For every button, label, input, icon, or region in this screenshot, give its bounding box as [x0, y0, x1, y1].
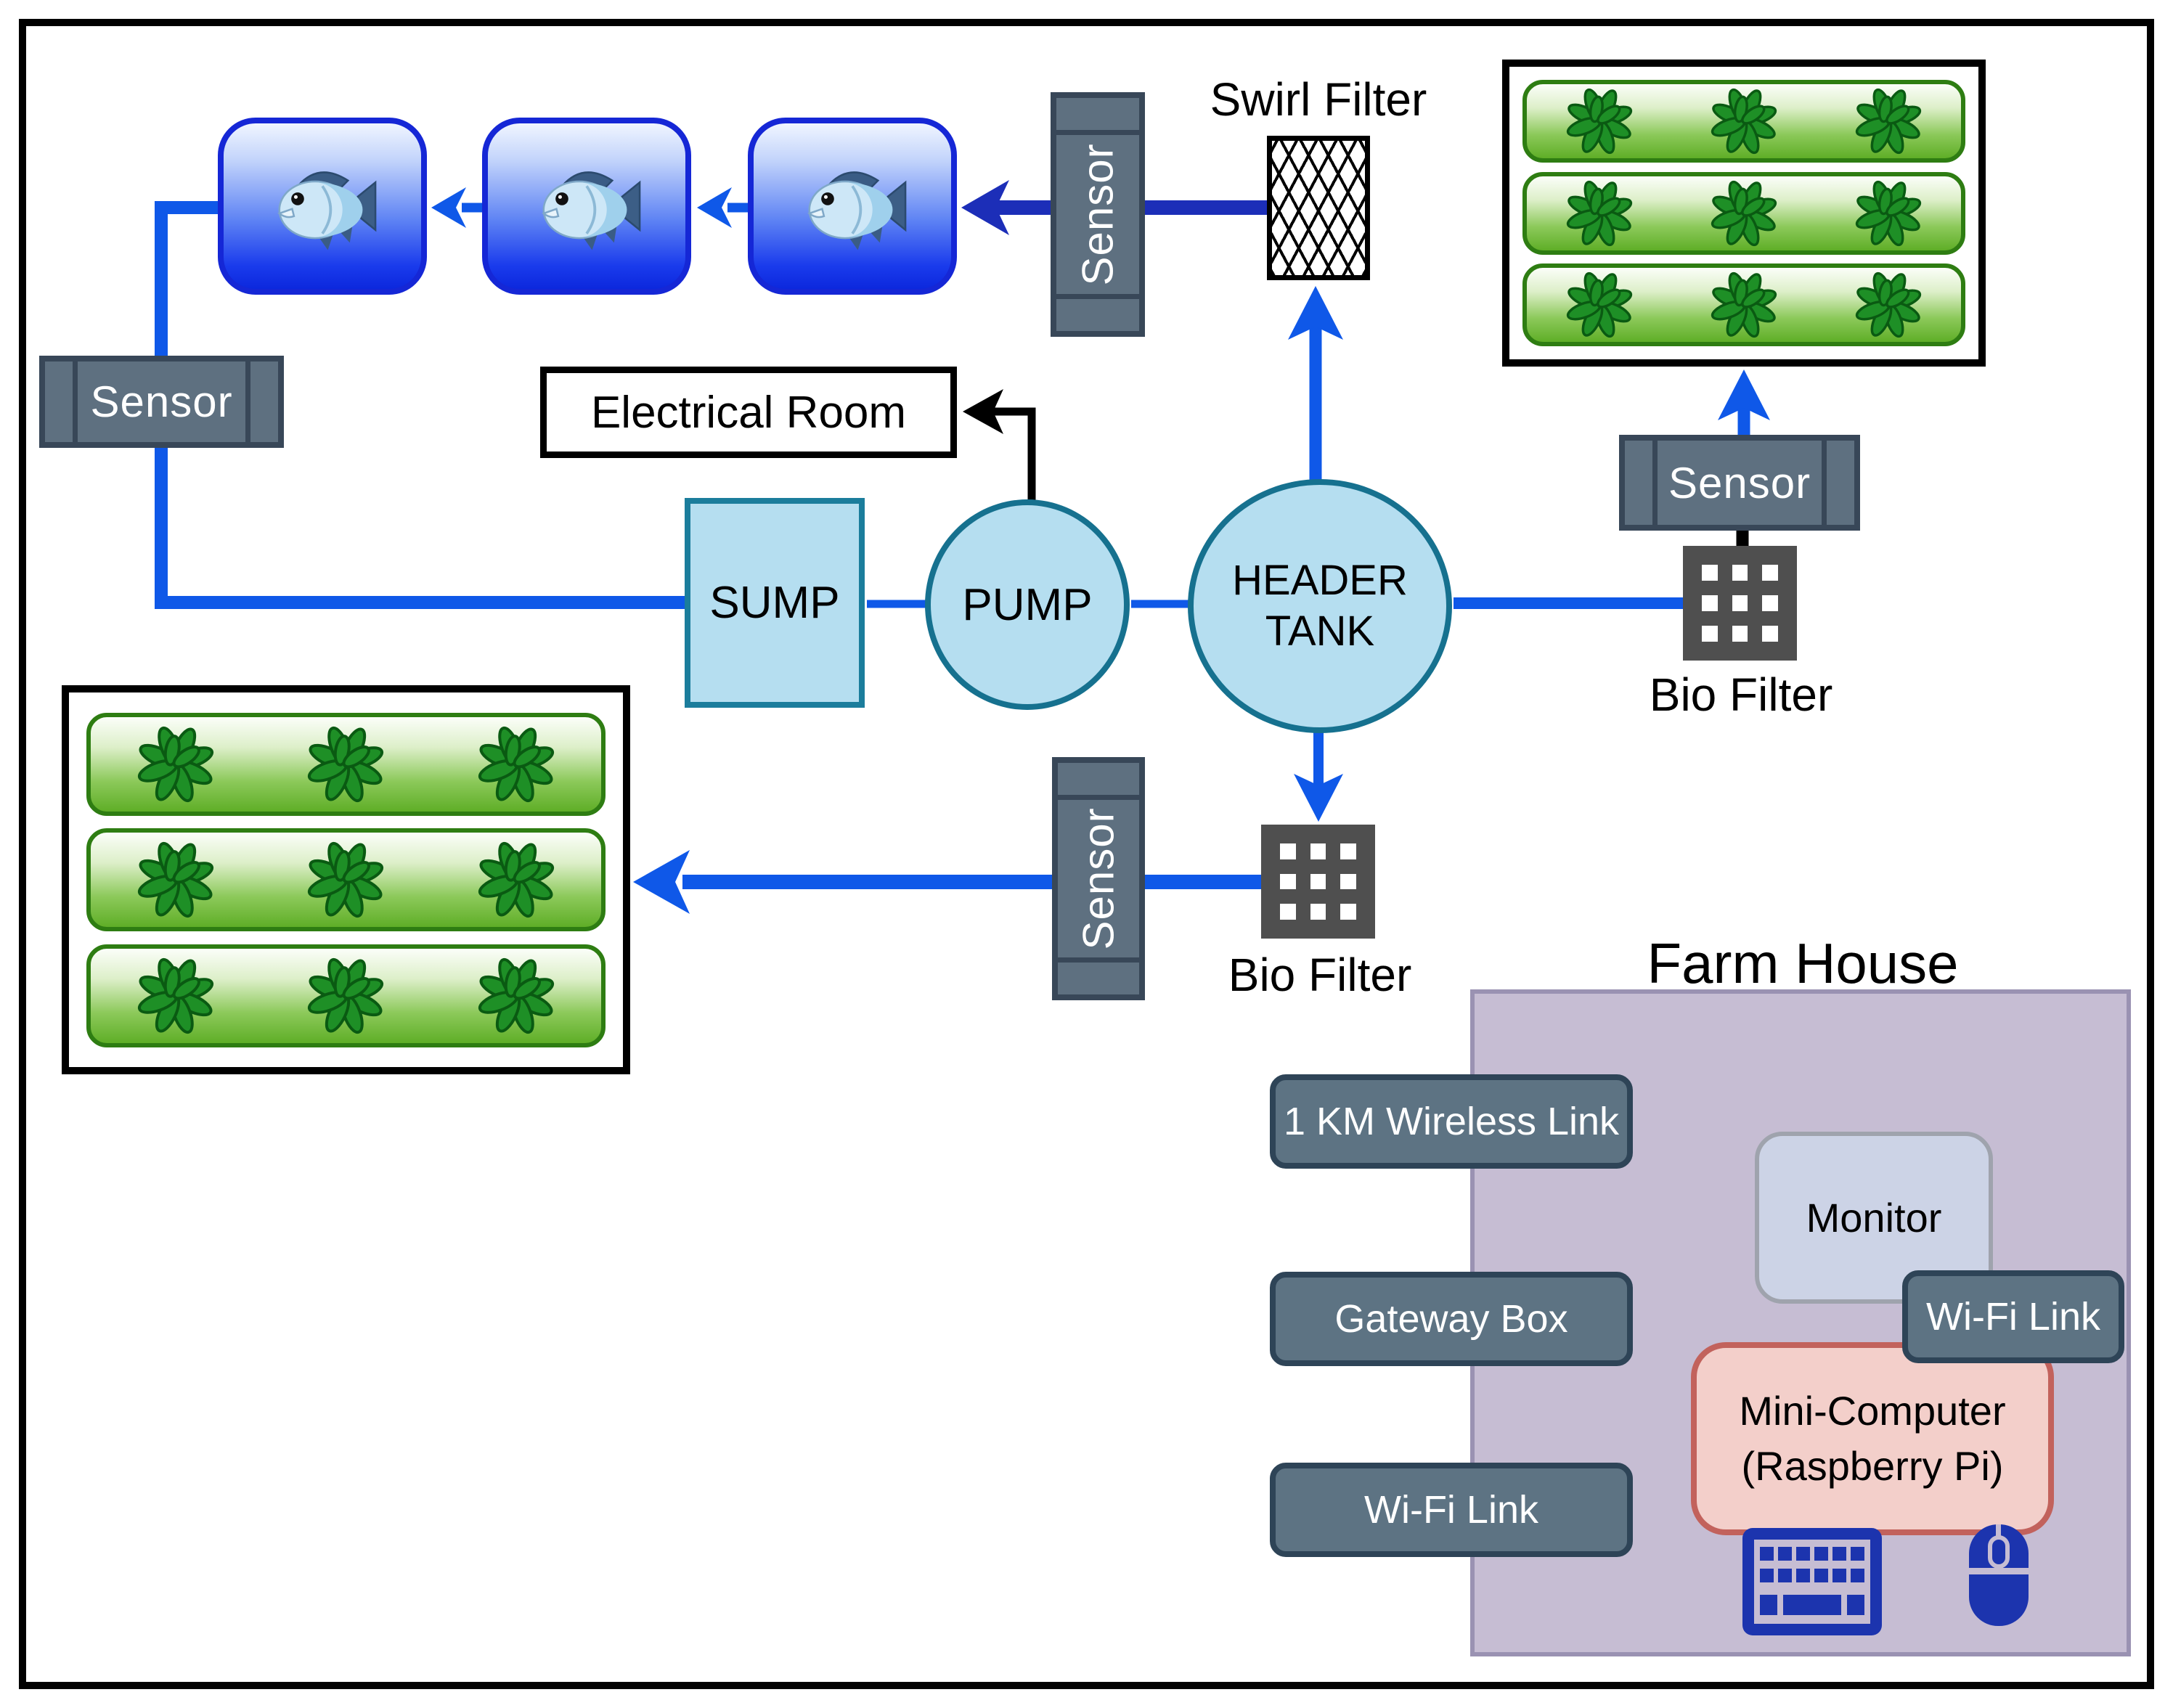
sensor-stripe [1056, 294, 1139, 299]
grow-bed-row [1522, 171, 1965, 255]
fish-icon [807, 171, 907, 250]
sump-box: SUMP [685, 498, 865, 708]
grow-bed-row [86, 828, 606, 931]
swirl-filter-label: Swirl Filter [1210, 73, 1427, 126]
wifi-link-right-button: Wi-Fi Link [1902, 1270, 2124, 1363]
plant-icon [1856, 180, 1922, 246]
sensor-stripe [1058, 795, 1139, 800]
bio-filter-dot [1340, 873, 1356, 890]
bio-filter-dot [1280, 904, 1296, 920]
bio-filter-dot [1340, 904, 1356, 920]
grow-bed-row [1522, 80, 1965, 163]
plant-icon [1856, 89, 1922, 155]
pump-label: PUMP [962, 579, 1093, 630]
monitor-label: Monitor [1806, 1195, 1942, 1241]
plant-icon [1711, 180, 1777, 246]
plant-icon [1566, 271, 1632, 338]
sensor-stripe [1056, 130, 1139, 135]
bio-filter-dot [1732, 565, 1748, 581]
plant-icon [478, 726, 554, 802]
grow-bed-row [1522, 263, 1965, 346]
mini-computer-box: Mini-Computer (Raspberry Pi) [1691, 1342, 2054, 1535]
plant-icon [1856, 271, 1922, 338]
gateway-box-button: Gateway Box [1270, 1272, 1633, 1366]
wifi-link-left-label: Wi-Fi Link [1364, 1488, 1538, 1532]
bio-filter-dot [1310, 904, 1326, 920]
bio-filter-dot [1762, 595, 1778, 611]
sensor-stripe [1822, 441, 1827, 525]
plant-icon [308, 726, 384, 802]
grow-bed-row [86, 712, 606, 816]
bio-filter-dot [1702, 626, 1718, 642]
fish-tank-2 [482, 118, 691, 295]
gateway-box-label: Gateway Box [1334, 1297, 1568, 1341]
bio-filter-right-label: Bio Filter [1649, 669, 1833, 721]
bio-filter-bottom [1261, 825, 1375, 939]
mouse-icon [1969, 1524, 2029, 1626]
bio-filter-right [1683, 546, 1797, 661]
fish-tank-1 [218, 118, 427, 295]
sensor-stripe [1652, 441, 1658, 525]
sump-label: SUMP [709, 578, 840, 628]
sensor-left: Sensor [39, 356, 284, 448]
plant-icon [138, 957, 214, 1034]
bio-filter-dot [1280, 843, 1296, 859]
sensor-right: Sensor [1619, 435, 1860, 531]
sensor-stripe [1058, 957, 1139, 963]
sensor-stripe [73, 361, 78, 442]
fish-icon [542, 171, 641, 250]
plant-icon [308, 957, 384, 1034]
plant-icon [1566, 180, 1632, 246]
plant-icon [478, 957, 554, 1034]
grow-bed-row [86, 944, 606, 1047]
bio-filter-dot [1702, 595, 1718, 611]
mini-computer-label-line2: (Raspberry Pi) [1741, 1443, 2004, 1489]
plant-icon [478, 841, 554, 918]
wireless-link-button: 1 KM Wireless Link [1270, 1074, 1633, 1169]
bio-filter-dot [1340, 843, 1356, 859]
sensor-top: Sensor [1051, 92, 1145, 337]
sensor-bottom: Sensor [1052, 757, 1145, 1000]
diagram-border [19, 19, 2154, 1689]
sensor-label: Sensor [1668, 458, 1811, 507]
keyboard-icon [1742, 1528, 1882, 1635]
bio-filter-dot [1280, 873, 1296, 890]
sensor-label: Sensor [1074, 807, 1123, 950]
plant-icon [138, 726, 214, 802]
bio-filter-dot [1310, 873, 1326, 890]
bio-filter-dot [1762, 565, 1778, 581]
bio-filter-dot [1732, 626, 1748, 642]
bio-filter-dot [1310, 843, 1326, 859]
bio-filter-dot [1702, 565, 1718, 581]
plant-icon [1711, 89, 1777, 155]
wifi-link-right-label: Wi-Fi Link [1926, 1295, 2100, 1339]
electrical-room-box: Electrical Room [540, 367, 957, 458]
plant-icon [138, 841, 214, 918]
wireless-link-label: 1 KM Wireless Link [1283, 1100, 1620, 1143]
fish-tank-3 [748, 118, 957, 295]
sensor-label: Sensor [1073, 143, 1122, 286]
electrical-room-label: Electrical Room [590, 387, 907, 438]
pump-node: PUMP [925, 499, 1130, 710]
grow-bed-right [1502, 60, 1986, 367]
farm-house-title: Farm House [1647, 931, 1959, 995]
wifi-link-left-button: Wi-Fi Link [1270, 1463, 1633, 1557]
mini-computer-label-line1: Mini-Computer [1739, 1388, 2006, 1434]
grow-bed-left [62, 685, 630, 1074]
sensor-label: Sensor [90, 377, 233, 426]
plant-icon [1711, 271, 1777, 338]
plant-icon [308, 841, 384, 918]
header-tank-label: HEADER TANK [1232, 557, 1408, 655]
fish-icon [277, 171, 377, 250]
plant-icon [1566, 89, 1632, 155]
bio-filter-dot [1762, 626, 1778, 642]
crosshatch-swirl-filter-icon [1267, 136, 1370, 280]
bio-filter-bottom-label: Bio Filter [1228, 949, 1412, 1001]
sensor-stripe [245, 361, 250, 442]
header-tank-node: HEADER TANK [1188, 479, 1452, 733]
bio-filter-dot [1732, 595, 1748, 611]
